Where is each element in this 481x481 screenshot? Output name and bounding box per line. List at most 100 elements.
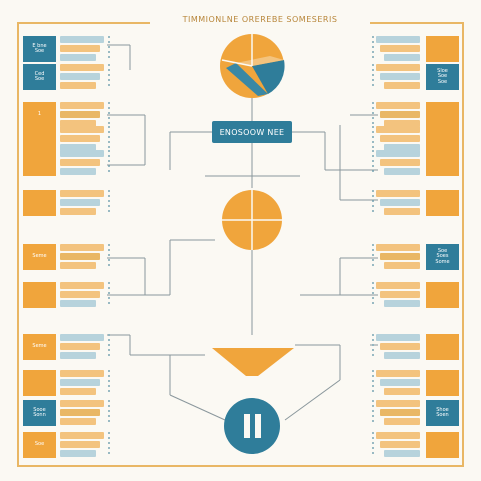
right-card-3 [426,102,459,128]
right-row-bar [384,300,420,307]
right-card-9 [426,334,459,360]
right-row-bar [376,64,420,71]
right-row-dots [372,150,374,175]
right-row-dots [372,370,374,395]
right-card-5 [426,150,459,176]
right-row-bar [384,388,420,395]
right-row-bar [380,441,420,448]
left-row-bar [60,190,104,197]
left-card-10 [23,370,56,396]
left-card-12: Soe [23,432,56,458]
right-card-12 [426,432,459,458]
left-row-bar [60,159,100,166]
left-row-bar [60,102,104,109]
left-row-bar [60,168,96,175]
left-row-bar [60,199,100,206]
left-row-dots [108,190,110,215]
left-row-bar [60,144,96,151]
left-row-bar [60,150,104,157]
top-pie-chart [220,34,285,98]
left-row-dots [108,282,110,307]
left-card-9: Seme [23,334,56,360]
right-row-dots [372,432,374,457]
left-card-3: 1 [23,102,56,128]
right-row-bar [384,168,420,175]
right-row-bar [380,135,420,142]
left-row-bar [60,300,96,307]
right-row-bar [376,126,420,133]
left-card-4 [23,126,56,152]
right-row-bar [384,450,420,457]
left-row-bar [60,388,96,395]
left-row-bar [60,135,100,142]
left-row-dots [108,102,110,127]
left-row-dots [108,126,110,151]
right-row-dots [372,400,374,425]
left-row-bar [60,432,104,439]
left-row-bar [60,441,100,448]
left-row-bar [60,379,100,386]
left-row-bar [60,450,96,457]
right-row-bar [376,282,420,289]
right-row-bar [384,120,420,127]
right-row-bar [380,45,420,52]
left-row-bar [60,111,100,118]
right-row-bar [376,102,420,109]
left-row-bar [60,400,104,407]
diagram-title: TIMMIONLNE OREREBE SOMESERIS [150,14,370,26]
right-row-dots [372,334,374,359]
right-row-bar [380,159,420,166]
left-row-dots [108,150,110,175]
left-row-bar [60,262,96,269]
right-row-bar [380,253,420,260]
right-row-bar [376,370,420,377]
right-card-8 [426,282,459,308]
left-row-dots [108,244,110,269]
right-row-bar [380,409,420,416]
right-row-bar [380,291,420,298]
left-row-bar [60,45,100,52]
right-row-bar [380,73,420,80]
left-card-1: E bne Soe [23,36,56,62]
right-row-dots [372,102,374,127]
left-row-bar [60,291,100,298]
right-row-bar [376,400,420,407]
left-card-5 [23,150,56,176]
right-row-dots [372,282,374,307]
left-row-bar [60,126,104,133]
left-row-bar [60,54,96,61]
left-row-dots [108,400,110,425]
right-card-11: Shoe Soen [426,400,459,426]
right-row-bar [376,334,420,341]
funnel-shape [212,348,294,376]
left-card-11: Sooe Sonn [23,400,56,426]
left-row-bar [60,36,104,43]
right-row-bar [380,379,420,386]
right-row-bar [376,150,420,157]
left-row-dots [108,36,110,61]
left-card-8 [23,282,56,308]
left-row-bar [60,343,100,350]
right-row-bar [384,144,420,151]
center-label: ENOSOOW NEE [212,121,292,143]
right-card-6 [426,190,459,216]
right-row-bar [376,190,420,197]
left-row-bar [60,334,104,341]
right-row-dots [372,190,374,215]
left-row-bar [60,282,104,289]
left-row-dots [108,370,110,395]
left-row-dots [108,334,110,359]
left-row-dots [108,64,110,89]
right-row-dots [372,244,374,269]
right-row-bar [376,36,420,43]
right-row-bar [384,262,420,269]
left-row-bar [60,409,100,416]
right-row-dots [372,126,374,151]
right-row-bar [380,343,420,350]
middle-pie-chart [222,190,282,250]
right-row-dots [372,64,374,89]
left-card-2: Ced Soe [23,64,56,90]
right-row-bar [384,82,420,89]
left-row-bar [60,352,96,359]
right-row-bar [376,432,420,439]
